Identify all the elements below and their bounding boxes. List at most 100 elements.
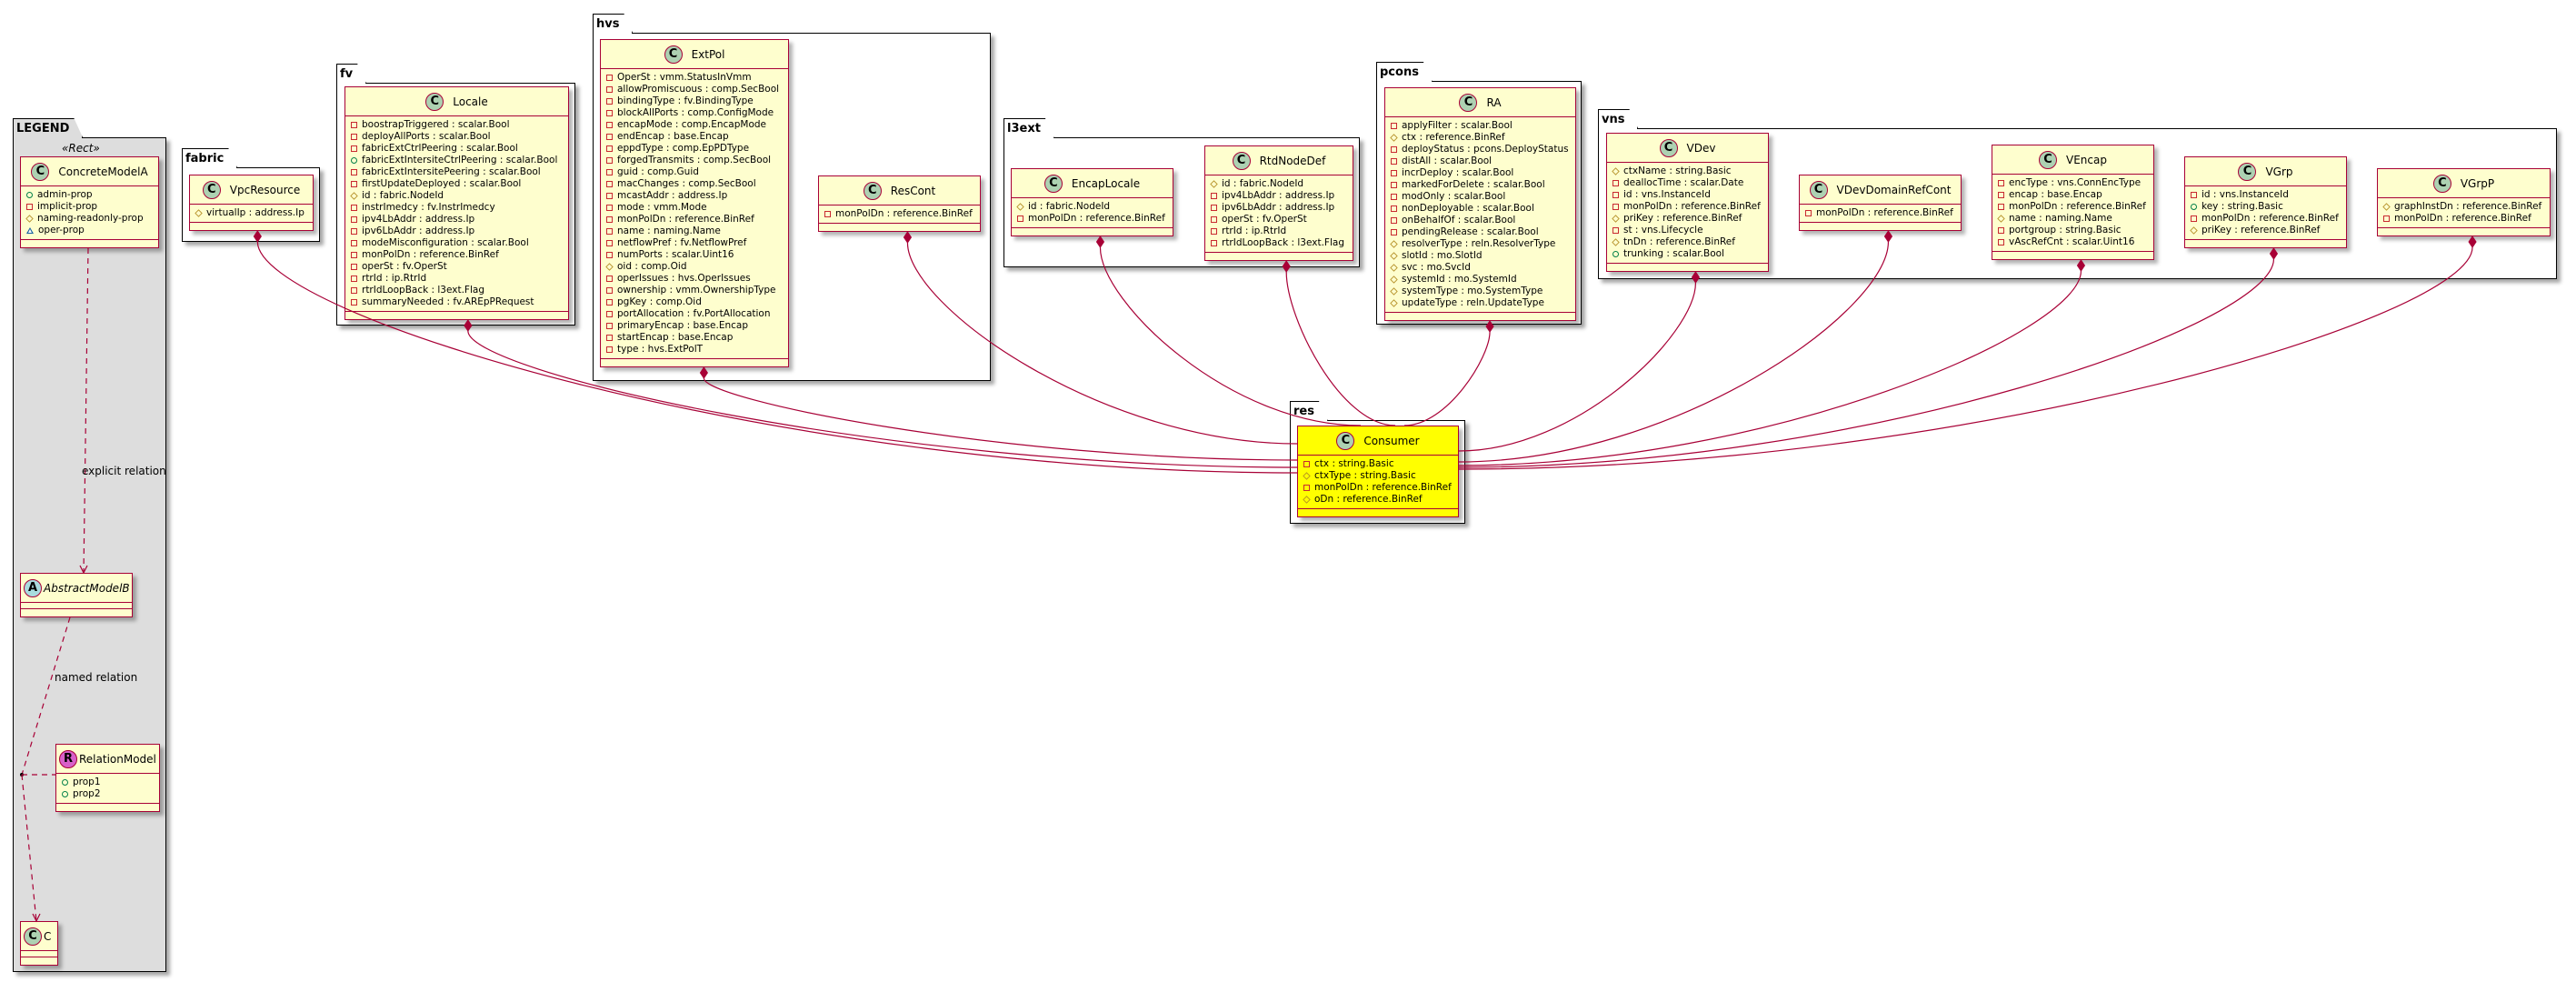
- protected-visibility-icon: [25, 215, 34, 223]
- attribute: startEncap : base.Encap: [606, 332, 784, 344]
- protected-visibility-icon: [350, 192, 358, 200]
- method-list: [1012, 228, 1173, 235]
- private-visibility-icon: [1998, 180, 2004, 186]
- private-visibility-icon: [606, 75, 613, 81]
- attribute-text: ipv4LbAddr : address.Ip: [362, 214, 475, 225]
- attribute: firstUpdateDeployed : scalar.Bool: [351, 178, 564, 190]
- attribute-text: primaryEncap : base.Encap: [617, 320, 748, 331]
- attribute: vAscRefCnt : scalar.Uint16: [1998, 236, 2150, 248]
- class-spot-icon: C: [1459, 93, 1478, 112]
- private-visibility-icon: [606, 346, 613, 353]
- method-list: [21, 957, 57, 965]
- method-list: [819, 224, 980, 231]
- private-visibility-icon: [1391, 123, 1397, 129]
- public-visibility-icon: [26, 192, 33, 198]
- class-name: VDev: [1686, 141, 1716, 155]
- attribute-text: ipv4LbAddr : address.Ip: [1222, 190, 1335, 201]
- attribute-text: onBehalfOf : scalar.Bool: [1402, 215, 1516, 225]
- attribute-text: monPolDn : reference.BinRef: [2394, 213, 2531, 224]
- protected-visibility-icon: [1016, 203, 1024, 211]
- method-list: [1992, 252, 2153, 259]
- class-spot-icon: C: [2432, 174, 2451, 193]
- attribute-text: pendingRelease : scalar.Bool: [1402, 226, 1539, 237]
- attribute: pendingRelease : scalar.Bool: [1391, 226, 1572, 238]
- attribute-text: encType : vns.ConnEncType: [2009, 177, 2142, 188]
- private-visibility-icon: [351, 240, 357, 246]
- attribute-text: resolverType : reln.ResolverType: [1402, 238, 1556, 249]
- attribute-text: rtrId : ip.RtrId: [362, 273, 427, 284]
- attribute-text: ctx : reference.BinRef: [1402, 132, 1505, 143]
- protected-visibility-icon: [2382, 203, 2391, 211]
- private-visibility-icon: [1998, 204, 2004, 210]
- attribute: svc : mo.SvcId: [1390, 262, 1572, 274]
- class-name: AbstractModelB: [44, 581, 130, 595]
- private-visibility-icon: [606, 252, 613, 258]
- attribute-text: distAll : scalar.Bool: [1402, 155, 1493, 166]
- attribute: trunking : scalar.Bool: [1612, 248, 1764, 260]
- attribute-text: eppdType : comp.EpPDType: [617, 143, 750, 154]
- attribute: encap : base.Encap: [1998, 189, 2150, 201]
- attribute: priKey : reference.BinRef: [1612, 213, 1764, 225]
- attribute: id : vns.InstanceId: [1612, 189, 1764, 201]
- private-visibility-icon: [1303, 461, 1310, 467]
- private-visibility-icon: [2191, 215, 2197, 222]
- attribute: implicit-prop: [26, 201, 155, 213]
- attribute-text: mcastAddr : address.Ip: [617, 190, 728, 201]
- package-name: fabric: [182, 148, 237, 168]
- package-name: LEGEND: [13, 118, 83, 138]
- attribute-text: name : naming.Name: [617, 225, 721, 236]
- method-list: [601, 359, 788, 366]
- attribute: mode : vmm.Mode: [606, 202, 784, 214]
- attribute: type : hvs.ExtPolT: [606, 344, 784, 356]
- named-relation-label: named relation: [55, 671, 138, 684]
- attribute: portgroup : string.Basic: [1998, 225, 2150, 236]
- attribute-text: nonDeployable : scalar.Bool: [1402, 203, 1534, 214]
- private-visibility-icon: [351, 299, 357, 306]
- class-name: VDevDomainRefCont: [1836, 183, 1952, 196]
- protected-visibility-icon: [1390, 264, 1398, 272]
- attribute-text: updateType : reln.UpdateType: [1402, 297, 1544, 308]
- private-visibility-icon: [1612, 204, 1619, 210]
- class-name: Consumer: [1363, 434, 1420, 447]
- attribute-text: ipv6LbAddr : address.Ip: [1222, 202, 1335, 213]
- attribute-text: rtrIdLoopBack : l3ext.Flag: [1222, 237, 1344, 248]
- attribute: forgedTransmits : comp.SecBool: [606, 155, 784, 166]
- private-visibility-icon: [2191, 192, 2197, 198]
- attribute-text: portAllocation : fv.PortAllocation: [617, 308, 771, 319]
- protected-visibility-icon: [1612, 167, 1620, 175]
- class-name: RelationModel: [79, 752, 156, 766]
- private-visibility-icon: [606, 228, 613, 235]
- explicit-relation-label: explicit relation: [82, 465, 166, 477]
- attribute-text: encapMode : comp.EncapMode: [617, 119, 767, 130]
- attribute: id : vns.InstanceId: [2191, 189, 2342, 201]
- protected-visibility-icon: [1390, 299, 1398, 307]
- relation-spot-icon: R: [59, 749, 77, 768]
- private-visibility-icon: [1391, 194, 1397, 200]
- attribute: ipv4LbAddr : address.Ip: [1211, 190, 1349, 202]
- attribute: tnDn : reference.BinRef: [1612, 236, 1764, 248]
